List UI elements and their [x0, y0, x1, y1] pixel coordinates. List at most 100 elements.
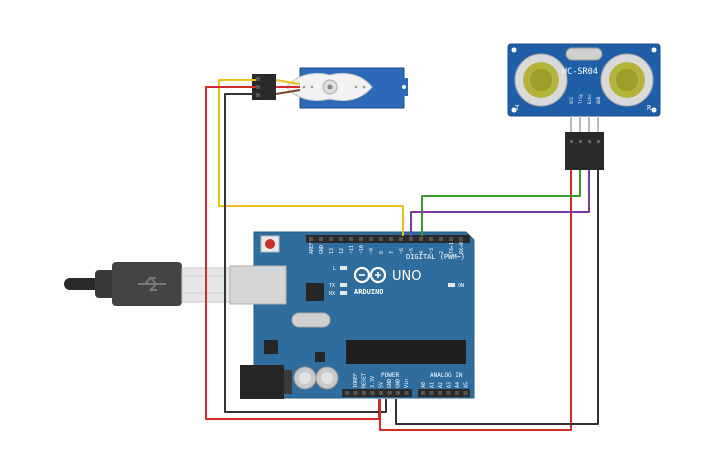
analog-pin[interactable] — [438, 391, 442, 395]
analog-pin-label: A4 — [455, 382, 461, 388]
arduino-brand: ARDUINO — [354, 288, 384, 296]
digital-pin[interactable] — [449, 237, 453, 241]
ultrasonic-sensor[interactable]: HC-SR04 T R VCC Trig Echo GND — [507, 43, 661, 170]
analog-pin[interactable] — [421, 391, 425, 395]
digital-pin-label: TX▸1 — [449, 242, 455, 254]
digital-pin-label: 8 — [379, 251, 385, 254]
digital-pin[interactable] — [419, 237, 423, 241]
analog-pin[interactable] — [455, 391, 459, 395]
digital-header[interactable] — [306, 235, 470, 243]
power-pin-label: GND — [396, 379, 402, 388]
atmega-chip — [346, 340, 466, 364]
digital-pin-label: GND — [319, 245, 325, 254]
analog-pin-label: A1 — [430, 382, 436, 388]
power-pin[interactable] — [362, 391, 366, 395]
digital-pin[interactable] — [439, 237, 443, 241]
digital-label: DIGITAL (PWM~) — [406, 253, 465, 261]
transmitter-mark: T — [515, 104, 520, 112]
power-pin-label: Vin — [404, 379, 410, 388]
analog-pin-label: A2 — [438, 382, 444, 388]
arduino-infinity-logo-icon — [353, 266, 387, 284]
digital-pin-label: 4 — [419, 251, 425, 254]
power-pin-label: IOREF — [353, 373, 359, 388]
receiver-transducer — [600, 53, 654, 107]
power-pin-label: 3.3V — [370, 376, 376, 388]
digital-pin-label: RX◂0 — [459, 242, 465, 254]
wire-sensor-vcc[interactable] — [379, 170, 572, 431]
analog-pin[interactable] — [446, 391, 451, 395]
sensor-pin-label: VCC — [569, 96, 574, 104]
sensor-crystal — [565, 47, 603, 61]
power-header[interactable] — [342, 389, 412, 397]
analog-pin-label: A0 — [421, 382, 427, 388]
sensor-pin-label: Echo — [587, 94, 592, 104]
wire-sensor-gnd[interactable] — [395, 170, 599, 425]
analog-pin[interactable] — [463, 391, 468, 395]
power-pin[interactable] — [353, 391, 358, 395]
power-pin[interactable] — [379, 391, 383, 395]
digital-pin-label: AREF — [309, 242, 315, 254]
digital-pin[interactable] — [389, 237, 393, 241]
usb-symbol-icon — [138, 276, 166, 292]
board-model: UNO — [392, 269, 421, 284]
wires — [205, 79, 599, 431]
wire-sensor-echo[interactable] — [410, 170, 590, 236]
tx-led-label: TX — [329, 283, 335, 289]
digital-pin-label: 12 — [339, 248, 345, 254]
digital-pin-label: ~6 — [399, 248, 405, 254]
digital-pin[interactable] — [339, 237, 343, 241]
power-pin[interactable] — [370, 391, 375, 395]
digital-pin[interactable] — [459, 237, 463, 241]
digital-pin[interactable] — [409, 237, 413, 241]
digital-pin[interactable] — [319, 237, 323, 241]
l-led-label: L — [333, 266, 336, 272]
analog-header[interactable] — [418, 389, 470, 397]
digital-pin-label: ~9 — [369, 248, 375, 254]
usb-b-jack — [229, 265, 287, 305]
power-pin-label: RESET — [362, 373, 368, 388]
power-pin[interactable] — [345, 391, 349, 395]
digital-pin[interactable] — [379, 237, 383, 241]
sensor-pin-connector[interactable] — [565, 132, 604, 170]
power-barrel-jack — [240, 365, 284, 399]
power-pin[interactable] — [387, 391, 392, 395]
sensor-model: HC-SR04 — [562, 67, 598, 77]
power-label: POWER — [381, 372, 399, 379]
digital-pin-label: ~10 — [359, 245, 365, 254]
power-pin-label: 5V — [379, 382, 385, 388]
receiver-mark: R — [647, 104, 652, 112]
reset-button[interactable] — [260, 235, 280, 253]
sensor-pin-label: GND — [596, 96, 601, 104]
chip-small — [306, 283, 324, 301]
digital-pin[interactable] — [309, 237, 313, 241]
power-pin[interactable] — [404, 391, 409, 395]
wire-sensor-trig[interactable] — [421, 170, 581, 236]
analog-pin[interactable] — [429, 391, 434, 395]
crystal — [291, 312, 331, 328]
digital-pin-label: ~5 — [409, 248, 415, 254]
digital-pin[interactable] — [349, 237, 353, 241]
digital-pin-label: ~3 — [429, 248, 435, 254]
digital-pin[interactable] — [429, 237, 433, 241]
wire-servo-signal[interactable] — [218, 79, 404, 236]
digital-pin-label: 7 — [389, 251, 395, 254]
analog-in-label: ANALOG IN — [430, 372, 463, 379]
sensor-pin-labels: VCC Trig Echo GND — [569, 94, 601, 104]
digital-pin-label: 2 — [439, 251, 445, 254]
digital-pin[interactable] — [329, 237, 333, 241]
rx-led-label: RX — [329, 291, 335, 297]
wire-servo-ground[interactable] — [224, 93, 387, 413]
digital-pin[interactable] — [359, 237, 363, 241]
on-led-label: ON — [458, 283, 464, 289]
digital-pin[interactable] — [399, 237, 403, 241]
sensor-pin-label: Trig — [578, 94, 583, 104]
servo-motor[interactable] — [252, 67, 408, 109]
digital-pin-label: ~11 — [349, 245, 355, 254]
power-pin[interactable] — [396, 391, 400, 395]
digital-pin[interactable] — [369, 237, 373, 241]
